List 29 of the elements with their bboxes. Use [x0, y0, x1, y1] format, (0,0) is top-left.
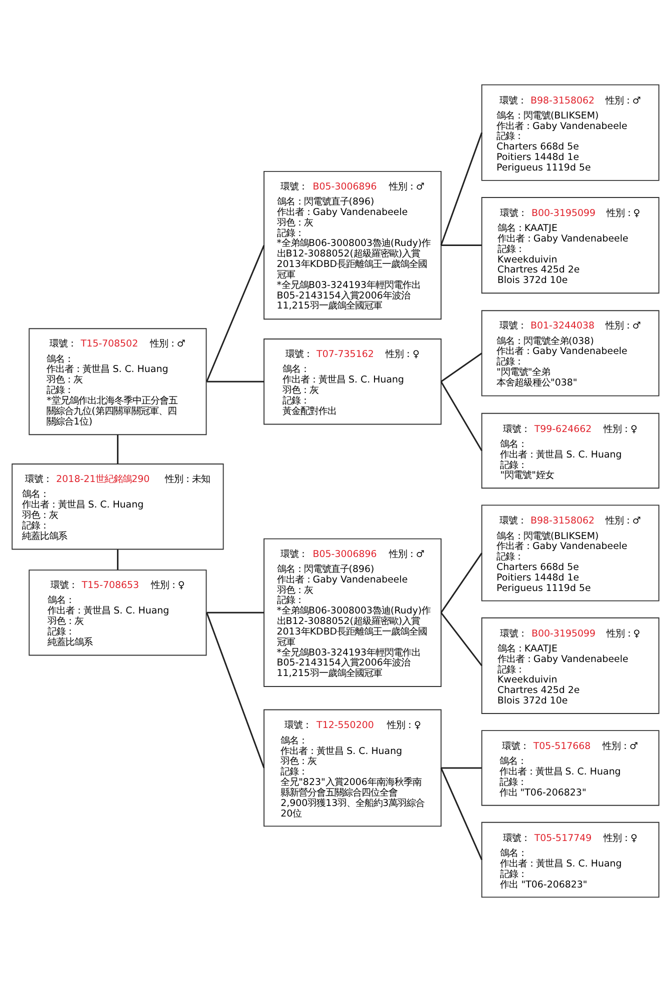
- node-box: 環號： 2018-21世紀銘鴿290 性別：未知 鴿名： 作出者：黃世昌 S. C. Huang 羽色：灰 記錄： 純蓋比鴿系: [12, 464, 224, 550]
- connector: [116, 549, 118, 570]
- node-box: 環號： B05-3006896 性別：♂ 鴿名：閃電號直子(896) 作出者：Gaby Vandenabeele 羽色：灰 記錄： *全弟鴿B06-3008003魯迪(Rudy)作出B12-3088052(超級羅密歐)入賞2013年KDBD長距離鴿王一歲鴿全國冠軍 *全兄鴿B03-324193年輕閃電作出B05-2143154入賞2006年波治11,215羽一歲鴿全國冠軍: [264, 538, 442, 687]
- node-box: 環號： T05-517749 性別：♀ 鴿名： 作出者：黃世昌 S. C. Huang 記錄： 作出 "T06-206823": [481, 822, 660, 898]
- connector: [440, 612, 482, 666]
- node-box: 環號： T15-708653 性別：♀ 鴿名： 作出者：黃世昌 S. C. Huang 羽色：灰 記錄： 純蓋比鴿系: [28, 570, 207, 656]
- connector: [441, 767, 482, 769]
- connector: [116, 434, 118, 464]
- connector: [440, 381, 482, 452]
- node-box: 環號： B01-3244038 性別：♂ 鴿名：閃電號全弟(038) 作出者：Gaby Vandenabeele 記錄： "閃電號"全弟 本舍超級種公"038": [481, 310, 660, 396]
- node-box: 環號： T99-624662 性別：♀ 鴿名： 作出者：黃世昌 S. C. Huang 記錄： "閃電號"姪女: [481, 412, 660, 489]
- connector: [440, 132, 482, 246]
- node-box: 環號： B05-3006896 性別：♂ 鴿名：閃電號直子(896) 作出者：Gaby Vandenabeele 羽色：灰 記錄： *全弟鴿B06-3008003魯迪(Rudy)作出B12-3088052(超級羅密歐)入賞2013年KDBD長距離鴿王一歲鴿全國冠軍 *全兄鴿B03-324193年輕閃電作出B05-2143154入賞2006年波治11,215羽一歲鴿全國冠軍: [264, 170, 442, 320]
- connector: [441, 244, 482, 246]
- connector: [206, 612, 265, 768]
- connector: [206, 380, 264, 382]
- connector: [440, 552, 482, 614]
- node-box: 環號： T15-708502 性別：♂ 鴿名： 作出者：黃世昌 S. C. Huang 羽色：灰 記錄： *堂兄鴿作出北海冬季中正分會五關綜合九位(第四關單關冠軍、四關綜合1位): [28, 328, 207, 436]
- connector: [440, 768, 482, 860]
- node-box: 環號： B00-3195099 性別：♀ 鴿名：KAATJE 作出者：Gaby Vandenabeele 記錄： Kweekduivin Chartres 425d 2e Blois 372d 10e: [481, 617, 660, 714]
- node-box: 環號： T07-735162 性別：♀ 鴿名： 作出者：黃世昌 S. C. Huang 羽色：灰 記錄： 黃金配對作出: [264, 338, 442, 425]
- node-box: 環號： T12-550200 性別：♀ 鴿名： 作出者：黃世昌 S. C. Huang 羽色：灰 記錄： 全兄"823"入賞2006年南海秋季南縣新營分會五關綜合四位全會2,900羽獲13羽、全船約3萬羽綜合20位: [264, 709, 442, 827]
- node-box: 環號： B98-3158062 性別：♂ 鴿名：閃電號(BLIKSEM) 作出者：Gaby Vandenabeele 記錄： Charters 668d 5e Poitiers 1448d 1e Perigueus 1119d 5e: [481, 84, 660, 181]
- node-box: 環號： T05-517668 性別：♂ 鴿名： 作出者：黃世昌 S. C. Huang 記錄： 作出 "T06-206823": [481, 730, 660, 806]
- connector: [440, 352, 482, 382]
- connector: [206, 245, 265, 382]
- node-box: 環號： B98-3158062 性別：♂ 鴿名：閃電號(BLIKSEM) 作出者：Gaby Vandenabeele 記錄： Charters 668d 5e Poitiers 1448d 1e Perigueus 1119d 5e: [481, 504, 660, 602]
- connector: [206, 612, 264, 614]
- node-box: 環號： B00-3195099 性別：♀ 鴿名：KAATJE 作出者：Gaby Vandenabeele 記錄： Kweekduivin Chartres 425d 2e Blois 372d 10e: [481, 197, 660, 294]
